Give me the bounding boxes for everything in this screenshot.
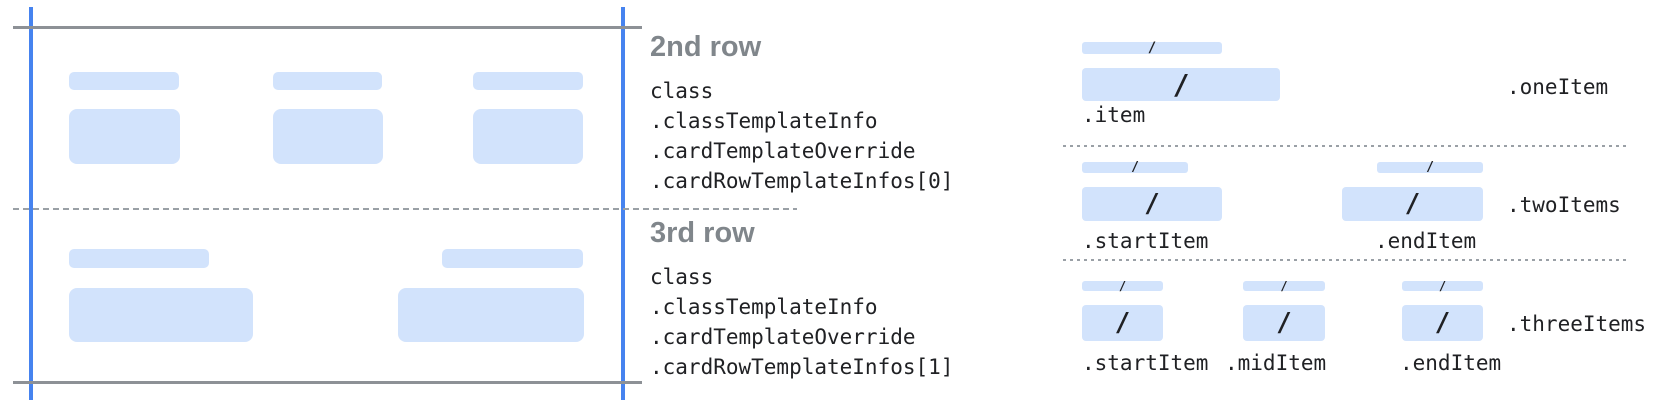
row-annotation-3rd: 3rd row class .classTemplateInfo .cardTe…: [650, 216, 1040, 382]
code-path-line: class: [650, 265, 714, 289]
template-name-label: .oneItem: [1507, 75, 1609, 99]
card-right-edge-line: [621, 7, 625, 400]
item-body-bar: /: [1082, 305, 1163, 341]
code-path-line: .classTemplateInfo: [650, 295, 878, 319]
placeholder-label-bar: [69, 72, 179, 90]
slash-icon: /: [1131, 160, 1139, 175]
code-path-line: .cardRowTemplateInfos[0]: [650, 169, 954, 193]
slash-icon: /: [1438, 279, 1447, 293]
slash-icon: /: [1172, 67, 1190, 101]
slash-icon: /: [1276, 308, 1292, 338]
placeholder-body-bar: [398, 288, 584, 342]
item-label-bar: /: [1377, 160, 1483, 175]
slash-icon: /: [1144, 189, 1160, 219]
placeholder-label-bar: [273, 72, 382, 90]
slash-icon: /: [1118, 279, 1127, 293]
row-annotation-2nd: 2nd row class .classTemplateInfo .cardTe…: [650, 30, 1040, 196]
item-field-label: .midItem: [1225, 351, 1327, 375]
card-row-divider-dashed-line: [13, 208, 797, 210]
item-label-bar: /: [1402, 279, 1483, 293]
code-path-line: .cardRowTemplateInfos[1]: [650, 355, 954, 379]
slash-icon: /: [1434, 308, 1451, 338]
item-label-bar: /: [1082, 160, 1188, 175]
item-body-bar: /: [1082, 187, 1222, 221]
slash-icon: /: [1426, 160, 1434, 175]
slash-icon: /: [1114, 308, 1131, 338]
placeholder-body-bar: [69, 109, 180, 164]
placeholder-body-bar: [273, 109, 383, 164]
item-label-bar: /: [1243, 279, 1325, 293]
template-name-label: .threeItems: [1507, 312, 1647, 336]
placeholder-body-bar: [473, 109, 583, 164]
item-field-label: .startItem: [1082, 351, 1209, 375]
item-body-bar: /: [1342, 187, 1483, 221]
annotation-title: 2nd row: [650, 31, 762, 63]
slash-icon: /: [1280, 279, 1288, 293]
code-path-line: class: [650, 79, 714, 103]
item-field-label: .endItem: [1400, 351, 1502, 375]
slash-icon: /: [1404, 189, 1421, 219]
item-field-label: .endItem: [1375, 229, 1477, 253]
placeholder-label-bar: [69, 249, 209, 268]
template-divider-dotted-line: [1063, 259, 1630, 261]
code-path-line: .cardTemplateOverride: [650, 139, 916, 163]
item-body-bar: /: [1082, 68, 1280, 101]
item-field-label: .item: [1082, 103, 1146, 127]
item-field-label: .startItem: [1082, 229, 1209, 253]
slash-icon: /: [1147, 40, 1157, 56]
item-body-bar: /: [1243, 305, 1325, 341]
item-body-bar: /: [1402, 305, 1483, 341]
placeholder-body-bar: [69, 288, 253, 342]
placeholder-label-bar: [473, 72, 583, 90]
card-left-edge-line: [29, 7, 33, 400]
template-name-label: .twoItems: [1507, 193, 1621, 217]
code-path-line: .classTemplateInfo: [650, 109, 878, 133]
template-divider-dotted-line: [1063, 145, 1630, 147]
card-top-boundary-line: [13, 26, 642, 29]
annotation-title: 3rd row: [650, 217, 755, 249]
code-path-line: .cardTemplateOverride: [650, 325, 916, 349]
item-label-bar: /: [1082, 40, 1222, 56]
placeholder-label-bar: [442, 249, 583, 268]
card-bottom-boundary-line: [13, 381, 642, 384]
item-label-bar: /: [1082, 279, 1163, 293]
